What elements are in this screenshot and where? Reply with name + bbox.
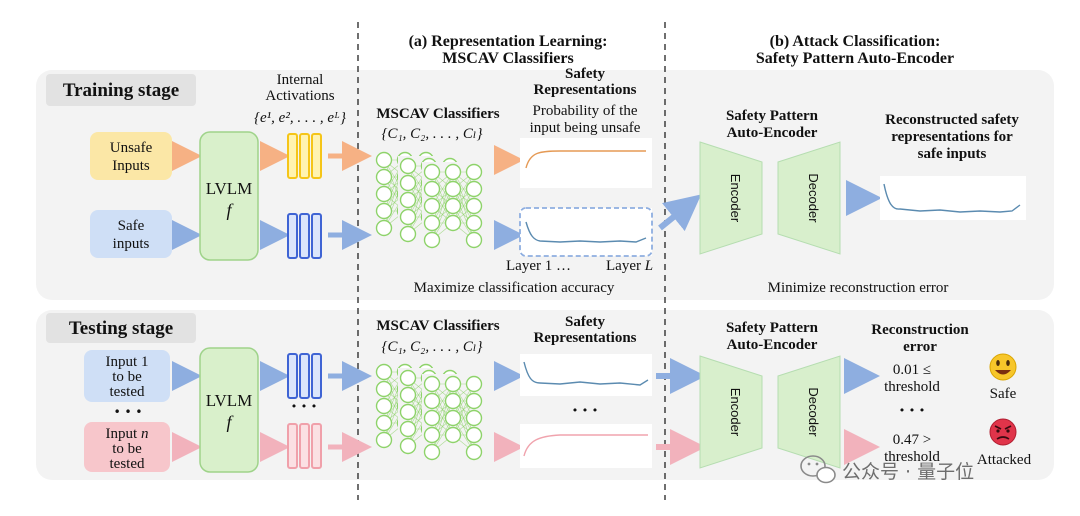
internal-activations-label-1: Internal	[277, 72, 324, 88]
threshold-inputn-line1: 0.47 >	[893, 432, 931, 448]
encoder-testing-label: Encoder	[728, 388, 743, 437]
unsafe-inputs-label-1: Unsafe	[110, 140, 153, 156]
layer-1-label: Layer 1 …	[506, 258, 571, 274]
recon-reps-title-2: representations for	[891, 129, 1013, 145]
input-1-label-2: to be	[112, 369, 142, 385]
encoder-training-label: Encoder	[728, 174, 743, 223]
lvlm-testing-label: LVLM	[206, 391, 253, 410]
activations-input1-icon	[287, 353, 322, 399]
training-stage-label: Training stage	[63, 80, 179, 101]
decoder-training-shape	[777, 141, 841, 255]
activations-unsafe-icon	[287, 133, 322, 179]
ae-training-title-2: Auto-Encoder	[727, 125, 818, 141]
classifier-net	[422, 162, 484, 250]
safety-rep-inputn-curve	[523, 434, 648, 457]
internal-activations-set: {e¹, e², . . . , eᴸ}	[254, 110, 346, 126]
input-n-label-1: Input n	[106, 426, 149, 442]
recon-reps-curve	[883, 183, 1021, 213]
arrow-rep-to-ae-training	[658, 194, 702, 232]
decoder-testing-label: Decoder	[806, 387, 821, 437]
decoder-training-label: Decoder	[806, 173, 821, 223]
safety-reps-training-title-2: Representations	[533, 82, 636, 98]
classifiers-testing-set: {C₁, C₂, . . . , Cₗ}	[381, 339, 482, 355]
input-n-label-2: to be	[112, 441, 142, 457]
testing-stage-label-bg	[46, 313, 196, 343]
wechat-icon	[800, 455, 836, 484]
safety-rep-input1-plot	[520, 354, 652, 396]
minimize-error-label: Minimize reconstruction error	[768, 280, 949, 296]
input-1-box	[84, 350, 170, 402]
section-b-title-1: (b) Attack Classification:	[770, 33, 941, 50]
ae-testing-title-1: Safety Pattern	[726, 320, 819, 336]
safe-inputs-label-1: Safe	[118, 218, 145, 234]
classifiers-training-set: {C₁, C₂, . . . , Cₗ}	[381, 126, 482, 142]
attacked-result-label: Attacked	[977, 452, 1032, 468]
safety-rep-inputn-plot	[520, 424, 652, 468]
section-a-title-1: (a) Representation Learning:	[409, 33, 608, 50]
classifiers-testing-title: MSCAV Classifiers	[376, 318, 499, 334]
input-n-box	[84, 422, 170, 472]
threshold-ellipsis: • • •	[899, 404, 925, 417]
safety-reps-testing-title-1: Safety	[565, 314, 605, 330]
safety-rep-input1-curve	[523, 361, 649, 386]
safe-inputs-label-2: inputs	[113, 236, 150, 252]
lvlm-testing-box	[199, 347, 259, 473]
angry-face-icon	[989, 418, 1017, 446]
safety-rep-safe-plot	[520, 208, 652, 256]
threshold-inputn-line2: threshold	[884, 449, 940, 465]
activations-ellipsis: • • •	[291, 400, 317, 413]
threshold-input1-line2: threshold	[884, 379, 940, 395]
internal-activations-label-2: Activations	[265, 88, 334, 104]
input-1-label-3: tested	[110, 384, 145, 400]
safe-inputs-box	[90, 210, 172, 258]
maximize-accuracy-label: Maximize classification accuracy	[414, 280, 615, 296]
testing-stage-label: Testing stage	[69, 318, 173, 339]
smiley-icon	[989, 353, 1017, 381]
classifier-networks-training	[374, 150, 484, 250]
inputs-ellipsis: • • •	[114, 405, 143, 419]
safety-reps-training-title-1: Safety	[565, 66, 605, 82]
threshold-input1-line1: 0.01 ≤	[893, 362, 931, 378]
safety-rep-unsafe-plot	[520, 138, 652, 188]
unsafe-inputs-box	[90, 132, 172, 180]
safety-reps-testing-title-2: Representations	[533, 330, 636, 346]
safety-rep-safe-highlight	[519, 207, 653, 257]
safety-rep-safe-curve	[525, 221, 647, 243]
unsafe-inputs-label-2: Inputs	[112, 158, 150, 174]
layer-l-label: Layer L	[606, 258, 653, 274]
input-1-label-1: Input 1	[106, 354, 149, 370]
watermark-text: 公众号 · 量子位	[842, 461, 974, 483]
activations-inputn-icon	[287, 423, 322, 469]
classifier-net	[422, 374, 484, 462]
safety-reps-ellipsis: • • •	[572, 404, 598, 417]
input-n-label-3: tested	[110, 456, 145, 472]
section-b-title-2: Safety Pattern Auto-Encoder	[756, 50, 954, 67]
safety-rep-unsafe-curve	[525, 150, 646, 169]
ae-testing-title-2: Auto-Encoder	[727, 337, 818, 353]
training-stage-label-bg	[46, 74, 196, 106]
ae-training-title-1: Safety Pattern	[726, 108, 819, 124]
prob-unsafe-label-1: Probability of the	[533, 103, 638, 119]
recon-reps-title-1: Reconstructed safety	[885, 112, 1019, 128]
lvlm-training-symbol: f	[226, 200, 234, 220]
prob-unsafe-label-2: input being unsafe	[530, 120, 641, 136]
recon-reps-plot	[880, 176, 1026, 220]
recon-reps-title-3: safe inputs	[918, 146, 987, 162]
decoder-testing-shape	[777, 355, 841, 469]
encoder-training-shape	[699, 141, 763, 255]
encoder-testing-shape	[699, 355, 763, 469]
lvlm-training-box	[199, 131, 259, 261]
watermark: 公众号 · 量子位	[800, 455, 974, 484]
section-a-title-2: MSCAV Classifiers	[442, 50, 573, 67]
safe-result-label: Safe	[990, 386, 1017, 402]
activations-safe-icon	[287, 213, 322, 259]
recon-error-title-2: error	[903, 339, 937, 355]
recon-error-title-1: Reconstruction	[871, 322, 969, 338]
classifiers-training-title: MSCAV Classifiers	[376, 106, 499, 122]
lvlm-testing-symbol: f	[226, 412, 234, 432]
lvlm-training-label: LVLM	[206, 179, 253, 198]
classifier-networks-testing	[374, 362, 484, 462]
